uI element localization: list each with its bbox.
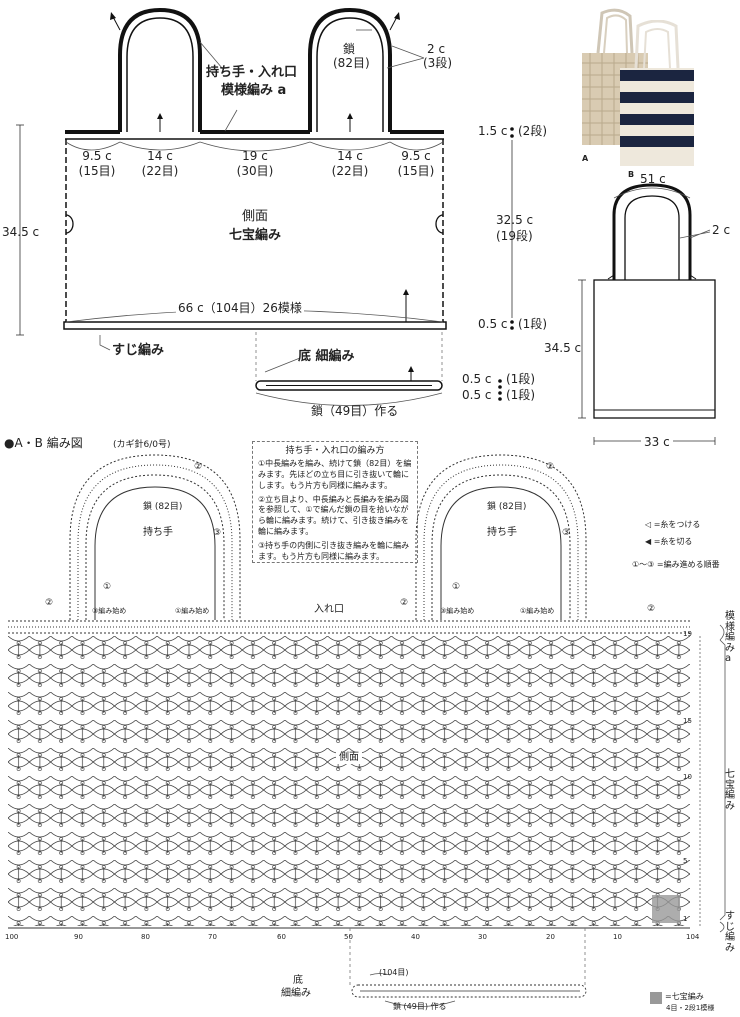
- segment-2-stitches: (22目): [141, 164, 179, 178]
- note-2: ②立ち目より、中長編みと長編みを編み図を参照して、①で編んだ鎖の目を拾いながら輪…: [258, 494, 409, 536]
- right-handle-shape: [308, 7, 392, 132]
- circled-2-d: ②: [546, 462, 555, 472]
- dim-4-c: 0.5 c: [462, 372, 492, 386]
- dim-4-rows: (1段): [506, 372, 535, 386]
- dim-2-rows: (19段): [496, 229, 533, 243]
- right-label-shippo: 七宝編み: [725, 769, 735, 812]
- legend-cut: ◀ =糸を切る: [645, 537, 693, 546]
- segment-1-width: 9.5 c: [82, 149, 112, 163]
- x-tick-80: 80: [141, 933, 150, 941]
- bag-photo-b: [618, 20, 696, 170]
- handle-rows: (3段): [423, 56, 452, 70]
- finished-width-top: 51 c: [640, 172, 666, 186]
- legend-attach: ◁ =糸をつける: [645, 520, 701, 529]
- pattern-a-label: 模様編み a: [221, 83, 287, 98]
- bottom-count: (104目): [379, 968, 409, 977]
- chart-hook: (カギ針6/0号): [113, 440, 171, 450]
- handle-label: 持ち手・入れ口: [206, 65, 298, 80]
- chain82-right: 鎖 (82目): [487, 502, 527, 512]
- bottom-label-2: 細編み: [281, 988, 311, 999]
- start3-left: ③編み始め: [92, 607, 127, 615]
- start1-left: ①編み始め: [175, 607, 210, 615]
- dim-1-rows: (2段): [518, 124, 547, 138]
- legend-shippo-2: 4目・2段1模様: [666, 1004, 715, 1012]
- left-handle-shape: [118, 7, 202, 132]
- finished-handle: 2 c: [712, 223, 731, 237]
- suji-label: すじ編み: [112, 343, 165, 358]
- bottom-label-1: 底: [293, 975, 303, 986]
- segment-1-stitches: (15目): [78, 164, 116, 178]
- dim-2-c: 32.5 c: [496, 213, 534, 227]
- segment-3-stitches: (30目): [236, 164, 274, 178]
- row-tick-1: 1: [683, 915, 688, 923]
- side-pattern: 七宝編み: [228, 228, 281, 243]
- x-tick-30: 30: [478, 933, 487, 941]
- circled-1-b: ①: [452, 582, 461, 592]
- x-tick-60: 60: [277, 933, 286, 941]
- chart-side-label: 側面: [336, 752, 362, 764]
- x-tick-100: 100: [5, 933, 19, 941]
- circled-1-a: ①: [103, 582, 112, 592]
- note-3: ③持ち手の内側に引き抜き編みを輪に編みます。もう片方も同様に編みます。: [258, 540, 410, 561]
- circled-2-b: ②: [194, 462, 203, 472]
- legend-shippo: =七宝編み: [665, 992, 704, 1001]
- row-tick-5: 5: [683, 857, 688, 865]
- x-tick-50: 50: [344, 933, 353, 941]
- circled-2-a: ②: [45, 598, 54, 608]
- segment-5-stitches: (15目): [397, 164, 435, 178]
- dim-5-c: 0.5 c: [462, 388, 492, 402]
- handle-stitch-width: 2 c: [427, 42, 446, 56]
- dim-3-rows: (1段): [518, 317, 547, 331]
- dim-3-c: 0.5 c: [478, 317, 508, 331]
- dim-1-c: 1.5 c: [478, 124, 508, 138]
- finished-height: 34.5 c: [544, 341, 582, 355]
- row-tick-15: 15: [683, 717, 692, 725]
- legend-order: ①〜③ =編み進める順番: [632, 560, 720, 569]
- handle-text-right: 持ち手: [487, 527, 517, 538]
- right-label-pattern: 模様編み a: [725, 611, 735, 664]
- row-tick-19: 19: [683, 630, 692, 638]
- circled-2-c: ②: [400, 598, 409, 608]
- chain-count: (82目): [333, 56, 370, 70]
- note-1: ①中長編みを編み、続けて鎖（82目）を編みます。先ほどの立ち目に引き抜いて輪にし…: [258, 459, 412, 490]
- handle-text-left: 持ち手: [143, 527, 173, 538]
- x-tick-70: 70: [208, 933, 217, 941]
- segment-5-width: 9.5 c: [401, 149, 431, 163]
- segment-4-width: 14 c: [337, 149, 363, 163]
- chain82-left: 鎖 (82目): [143, 502, 183, 512]
- x-tick-40: 40: [411, 933, 420, 941]
- height-left: 34.5 c: [2, 225, 40, 239]
- segment-3-width: 19 c: [242, 149, 268, 163]
- x-tick-90: 90: [74, 933, 83, 941]
- photo-b-label: B: [628, 170, 635, 179]
- bottom-chain: 鎖（49目）作る: [311, 404, 399, 418]
- circled-3-a: ③: [213, 528, 222, 538]
- photo-a-label: A: [582, 154, 589, 163]
- segment-2-width: 14 c: [147, 149, 173, 163]
- chain-label: 鎖: [343, 42, 356, 56]
- chart-title: ●A・B 編み図: [4, 436, 83, 450]
- circled-2-e: ②: [647, 604, 656, 614]
- bottom-label: 底 細編み: [298, 349, 355, 364]
- width-label: 66 c（104目）26模様: [176, 301, 304, 316]
- segment-4-stitches: (22目): [331, 164, 369, 178]
- x-tick-104: 104: [686, 933, 700, 941]
- dim-5-rows: (1段): [506, 388, 535, 402]
- start1-right: ①編み始め: [520, 607, 555, 615]
- side-label: 側面: [241, 209, 268, 224]
- circled-3-b: ③: [562, 528, 571, 538]
- row-tick-10: 10: [683, 773, 692, 781]
- start3-right: ③編み始め: [440, 607, 475, 615]
- notes-box: 持ち手・入れ口の編み方 ①中長編みを編み、続けて鎖（82目）を編みます。先ほどの…: [252, 441, 418, 563]
- right-label-suji: すじ編み: [725, 911, 735, 954]
- x-tick-10: 10: [613, 933, 622, 941]
- bottom-chain-chart: 鎖 (49目) 作る: [393, 1002, 447, 1011]
- finished-width-bottom: 33 c: [641, 435, 673, 450]
- notes-title: 持ち手・入れ口の編み方: [285, 446, 385, 456]
- x-tick-20: 20: [546, 933, 555, 941]
- entrance-label: 入れ口: [314, 604, 344, 615]
